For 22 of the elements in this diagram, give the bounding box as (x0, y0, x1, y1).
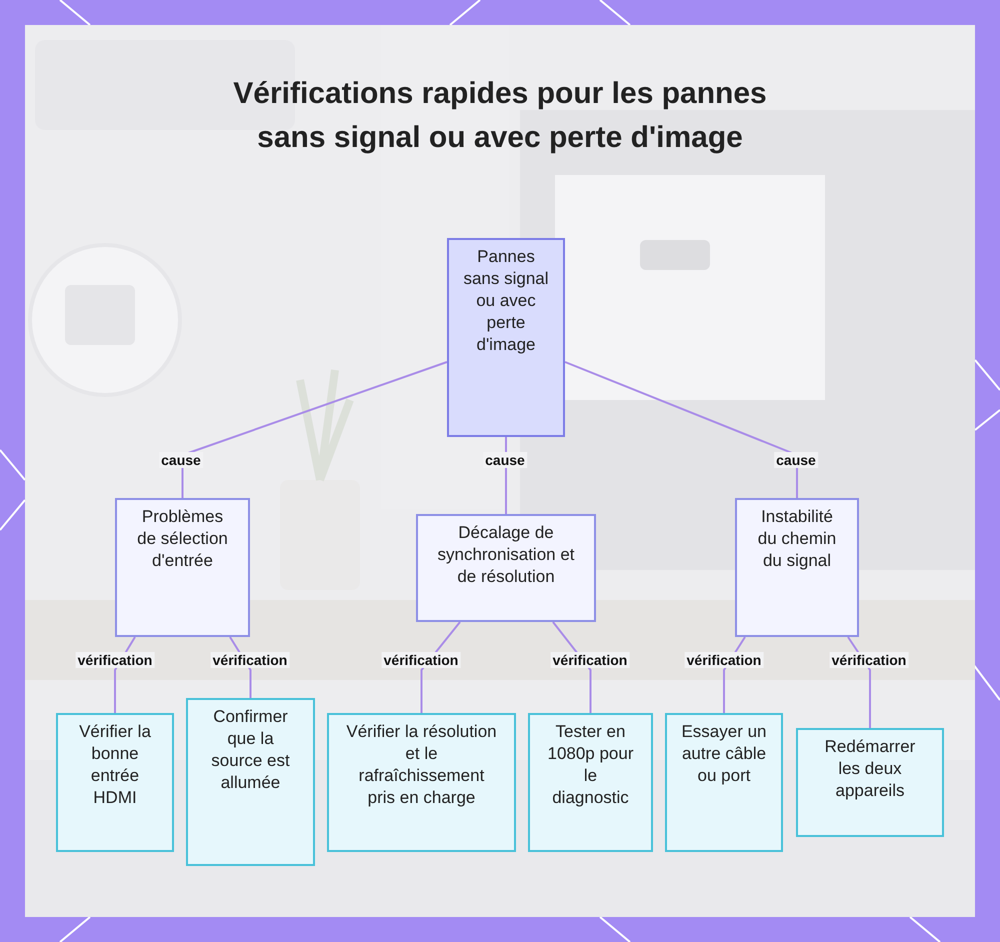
title: Vérifications rapides pour les pannes sans signal ou avec perte d'image (232, 76, 768, 156)
process-box: Vérifier la résolution et le rafraîchissement pris en charge (327, 713, 516, 852)
edge-label: vérification (382, 652, 460, 668)
edge-label: vérification (76, 652, 154, 668)
process-box: Problèmes de sélection d'entrée (115, 498, 250, 637)
connector-line (564, 361, 798, 498)
edge-label: vérification (684, 652, 764, 668)
edge-label: vérification (830, 652, 908, 668)
process-box: Décalage de synchronisation et de résolution (416, 514, 596, 622)
process-box: Essayer un autre câble ou port (665, 713, 783, 852)
process-box: Instabilité du chemin du signal (735, 498, 859, 637)
edge-label: cause (159, 452, 203, 468)
process-box: Vérifier la bonne entrée HDMI (56, 713, 174, 852)
process-box: Pannes sans signal ou avec perte d'image (447, 238, 565, 437)
edge-label: cause (483, 452, 527, 468)
edge-label: vérification (550, 652, 630, 668)
connector-line (182, 361, 448, 498)
process-box: Confirmer que la source est allumée (186, 698, 315, 866)
process-box: Redémarrer les deux appareils (796, 728, 944, 837)
process-box: Tester en 1080p pour le diagnostic (528, 713, 653, 852)
edge-label: cause (774, 452, 818, 468)
edge-label: vérification (210, 652, 290, 668)
